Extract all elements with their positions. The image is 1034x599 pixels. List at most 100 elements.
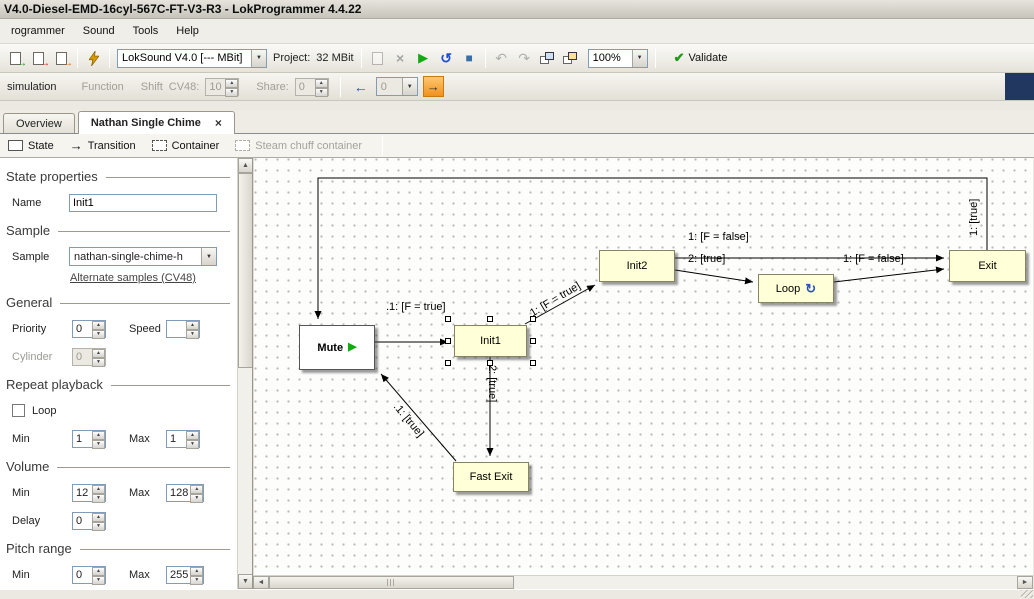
spin-up-icon[interactable]: ▲ xyxy=(314,78,328,88)
menu-item-help[interactable]: Help xyxy=(176,25,199,37)
priority-spinner[interactable]: 0 ▲▼ xyxy=(72,319,106,339)
selection-handle[interactable] xyxy=(445,360,451,366)
spin-up-icon[interactable]: ▲ xyxy=(92,430,105,440)
delay-spinner[interactable]: 0 ▲▼ xyxy=(72,511,106,531)
selection-handle[interactable] xyxy=(530,316,536,322)
state-node-fast-exit[interactable]: Fast Exit xyxy=(453,462,529,492)
read-decoder-button[interactable]: → xyxy=(4,47,27,69)
window-titlebar[interactable]: V4.0-Diesel-EMD-16cyl-567C-FT-V3-R3 - Lo… xyxy=(0,0,1034,19)
spin-up-icon[interactable]: ▲ xyxy=(225,78,239,88)
scroll-up-button[interactable]: ▲ xyxy=(238,158,252,173)
refresh-button[interactable]: ↺ xyxy=(435,47,458,69)
repeat-min-spinner[interactable]: 1 ▲▼ xyxy=(72,429,106,449)
spin-down-icon[interactable]: ▼ xyxy=(225,87,239,97)
spin-down-icon[interactable]: ▼ xyxy=(92,439,105,449)
volume-max-spinner[interactable]: 128 ▲▼ xyxy=(166,483,205,503)
selection-handle[interactable] xyxy=(487,360,493,366)
chevron-down-icon[interactable]: ▼ xyxy=(251,49,266,67)
bring-front-button[interactable] xyxy=(536,47,559,69)
state-node-loop[interactable]: Loop ↻ xyxy=(758,274,834,303)
menu-item-sound[interactable]: Sound xyxy=(82,25,115,37)
step-back-button[interactable]: ← xyxy=(353,78,368,95)
delete-button[interactable]: × xyxy=(389,47,412,69)
scroll-left-button[interactable]: ◄ xyxy=(253,576,269,589)
close-icon[interactable]: × xyxy=(214,116,222,130)
spin-down-icon[interactable]: ▼ xyxy=(314,87,328,97)
repeat-max-spinner[interactable]: 1 ▲▼ xyxy=(166,429,200,449)
zoom-select[interactable]: 100% ▼ xyxy=(587,48,648,68)
selection-handle[interactable] xyxy=(530,338,536,344)
chevron-down-icon[interactable]: ▼ xyxy=(201,248,216,265)
state-node-exit[interactable]: Exit xyxy=(949,250,1026,282)
tool-container[interactable]: Container xyxy=(151,140,219,152)
spin-down-icon[interactable]: ▼ xyxy=(92,521,105,531)
spin-down-icon[interactable]: ▼ xyxy=(92,329,105,339)
programmer-connection-button[interactable] xyxy=(82,47,105,69)
scroll-down-button[interactable]: ▼ xyxy=(238,574,252,589)
alternate-samples-link[interactable]: Alternate samples (CV48) xyxy=(70,272,196,284)
transition-loop-exit[interactable] xyxy=(833,266,945,283)
spin-down-icon[interactable]: ▼ xyxy=(190,493,204,503)
share-spinner[interactable]: 0 ▲▼ xyxy=(294,77,329,97)
step-select[interactable]: 0 ▼ xyxy=(375,77,418,96)
transition-exit-mute[interactable] xyxy=(314,177,988,319)
spin-down-icon[interactable]: ▼ xyxy=(186,329,199,339)
resize-grip[interactable] xyxy=(1021,590,1033,598)
speed-spinner[interactable]: ▲▼ xyxy=(166,319,200,339)
spin-down-icon[interactable]: ▼ xyxy=(92,575,105,585)
cv48-spinner[interactable]: 10 ▲▼ xyxy=(205,77,240,97)
tab-overview[interactable]: Overview xyxy=(3,113,75,133)
spin-up-icon[interactable]: ▲ xyxy=(92,566,105,576)
spin-down-icon[interactable]: ▼ xyxy=(186,439,199,449)
spin-up-icon[interactable]: ▲ xyxy=(92,484,105,494)
volume-min-spinner[interactable]: 12 ▲▼ xyxy=(72,483,106,503)
state-node-mute[interactable]: Mute ▶ xyxy=(299,325,375,370)
properties-scrollbar[interactable]: ▲ ▼ xyxy=(237,158,252,589)
menu-item-tools[interactable]: Tools xyxy=(132,25,159,37)
write-changes-button[interactable]: → xyxy=(50,47,73,69)
cylinder-spinner[interactable]: 0 ▲▼ xyxy=(72,347,106,367)
write-decoder-button[interactable]: → xyxy=(27,47,50,69)
spin-up-icon[interactable]: ▲ xyxy=(190,484,204,494)
spin-down-icon[interactable]: ▼ xyxy=(92,493,105,503)
validate-button[interactable]: ✔ Validate xyxy=(666,50,736,66)
scrollbar-thumb[interactable] xyxy=(238,173,252,368)
state-node-init2[interactable]: Init2 xyxy=(599,250,675,282)
tool-steam-chuff-container[interactable]: Steam chuff container xyxy=(235,140,362,152)
undo-button[interactable]: ↶ xyxy=(490,47,513,69)
spin-up-icon[interactable]: ▲ xyxy=(186,430,199,440)
state-node-init1[interactable]: Init1 xyxy=(454,325,527,357)
loop-checkbox[interactable] xyxy=(12,404,25,417)
spin-up-icon[interactable]: ▲ xyxy=(92,320,105,330)
transition-init2-loop[interactable] xyxy=(674,269,754,285)
transition-fastexit-mute[interactable] xyxy=(380,373,457,462)
spin-up-icon[interactable]: ▲ xyxy=(92,348,105,358)
state-diagram-canvas[interactable]: .1: [F = true] 1: [F = true] 1: [F = fal… xyxy=(253,158,1033,575)
spin-up-icon[interactable]: ▲ xyxy=(92,512,105,522)
selection-handle[interactable] xyxy=(530,360,536,366)
send-back-button[interactable] xyxy=(559,47,582,69)
chevron-down-icon[interactable]: ▼ xyxy=(631,49,647,67)
tab-nathan-single-chime[interactable]: Nathan Single Chime × xyxy=(77,111,235,134)
selection-handle[interactable] xyxy=(445,316,451,322)
transition-init1-init2[interactable] xyxy=(524,284,596,325)
stop-button[interactable]: ■ xyxy=(458,47,481,69)
name-input[interactable] xyxy=(69,193,217,212)
spin-down-icon[interactable]: ▼ xyxy=(190,575,204,585)
spin-up-icon[interactable]: ▲ xyxy=(186,320,199,330)
decoder-type-select[interactable]: LokSound V4.0 [--- MBit] ▼ xyxy=(117,48,267,68)
canvas-hscrollbar[interactable]: ◄ ► xyxy=(253,575,1033,589)
redo-button[interactable]: ↷ xyxy=(513,47,536,69)
selection-handle[interactable] xyxy=(445,338,451,344)
sample-select[interactable]: nathan-single-chime-h ▼ xyxy=(69,247,217,266)
menu-item-programmer[interactable]: rogrammer xyxy=(11,25,65,37)
spin-up-icon[interactable]: ▲ xyxy=(190,566,204,576)
spin-down-icon[interactable]: ▼ xyxy=(92,357,105,367)
new-item-button[interactable] xyxy=(366,47,389,69)
step-forward-button[interactable]: → xyxy=(422,76,444,97)
tool-transition[interactable]: →Transition xyxy=(69,138,136,153)
pitch-min-spinner[interactable]: 0 ▲▼ xyxy=(72,565,106,585)
tool-state[interactable]: State xyxy=(8,140,54,152)
chevron-down-icon[interactable]: ▼ xyxy=(401,78,417,95)
play-sound-button[interactable]: ▶ xyxy=(412,47,435,69)
